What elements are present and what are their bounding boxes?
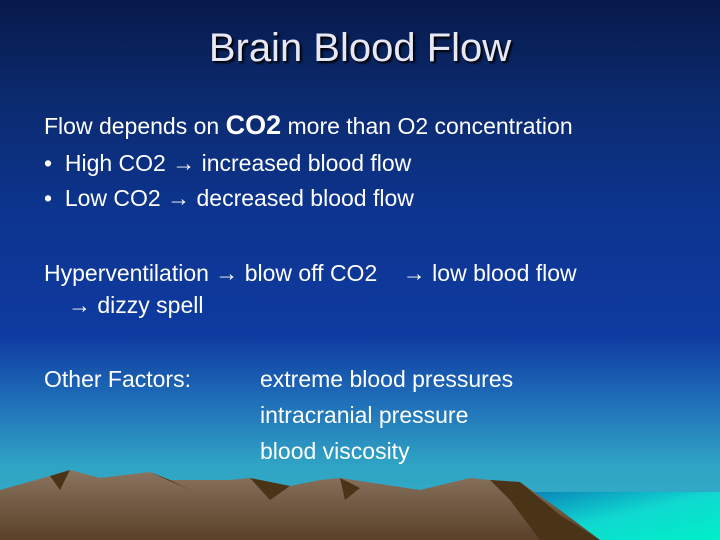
other-factors-label: Other Factors: (44, 366, 191, 392)
intro-post: more than O2 concentration (281, 113, 573, 139)
intro-line: Flow depends on CO2 more than O2 concent… (44, 110, 573, 141)
intro-pre: Flow depends on (44, 113, 226, 139)
slide-title: Brain Blood Flow (208, 26, 512, 70)
bullet-dot: • (44, 185, 53, 211)
bullet-item: • High CO2 → increased blood flow (44, 150, 411, 177)
bullet-item: • Low CO2 → decreased blood flow (44, 185, 414, 212)
intro-bold: CO2 (225, 110, 282, 140)
hyperventilation-line: Hyperventilation → blow off CO2 → low bl… (44, 260, 577, 286)
bullet-text: High CO2 → increased blood flow (64, 150, 412, 176)
factor-item: blood viscosity (260, 438, 410, 464)
hyperventilation-line-2: → dizzy spell (68, 292, 204, 318)
bullet-text: Low CO2 → decreased blood flow (64, 185, 414, 211)
factor-item: extreme blood pressures (260, 366, 514, 392)
bullet-dot: • (44, 150, 53, 176)
factor-item: intracranial pressure (260, 402, 469, 428)
